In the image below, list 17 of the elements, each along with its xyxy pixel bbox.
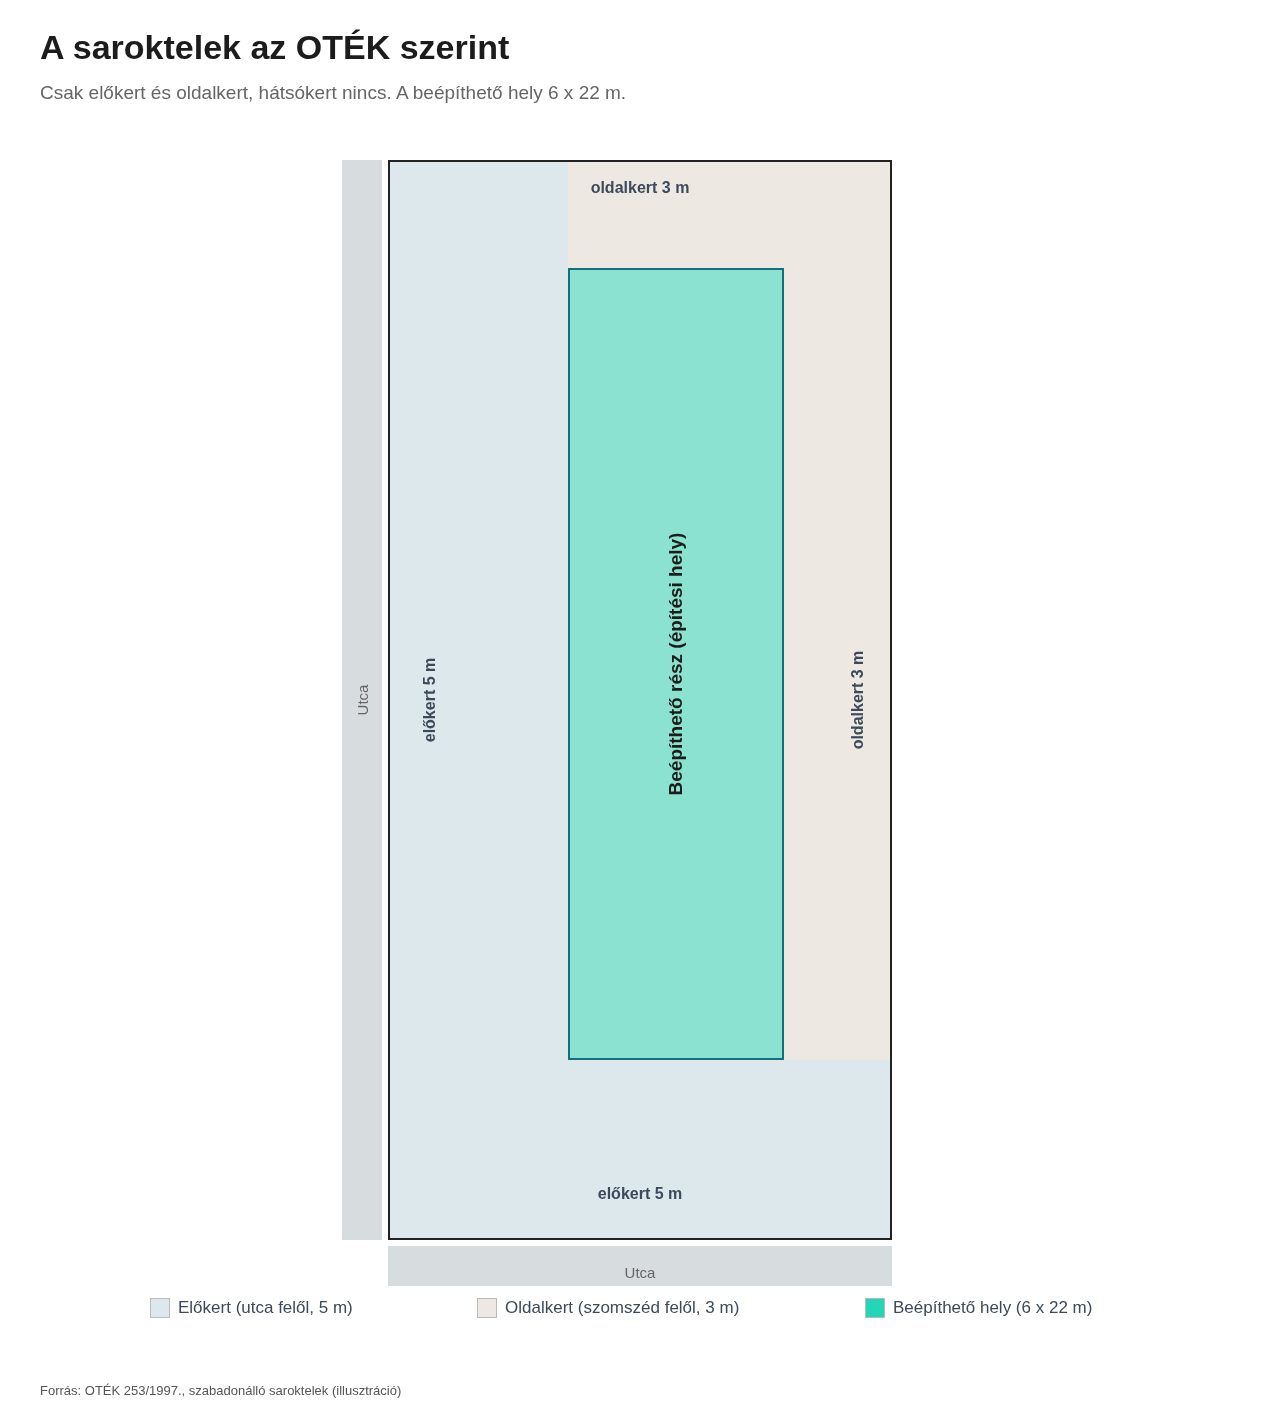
street-band <box>388 1246 892 1286</box>
zone-label: oldalkert 3 m <box>590 179 690 197</box>
side-yard-zone <box>568 162 890 1060</box>
area-label: Beépíthető rész (építési hely) <box>665 532 687 796</box>
zone-label: előkert 5 m <box>597 1185 683 1203</box>
source-note: Forrás: OTÉK 253/1997., szabadonálló saroktelek (illusztráció) <box>40 1383 402 1398</box>
zone-label: oldalkert 3 m <box>849 650 867 750</box>
title: A saroktelek az OTÉK szerint <box>40 28 510 67</box>
street-band <box>342 160 382 1240</box>
zone-label: előkert 5 m <box>421 657 439 743</box>
street-label: Utca <box>624 1263 656 1281</box>
subtitle: Csak előkert és oldalkert, hátsókert nincs. A beépíthető hely 6 x 22 m. <box>40 82 627 104</box>
street-label: Utca <box>353 684 371 716</box>
legend-label: Beépíthető hely (6 x 22 m) <box>893 1298 1093 1318</box>
legend-label: Előkert (utca felől, 5 m) <box>178 1298 353 1318</box>
legend-label: Oldalkert (szomszéd felől, 3 m) <box>505 1298 740 1318</box>
buildable-area <box>568 268 784 1060</box>
